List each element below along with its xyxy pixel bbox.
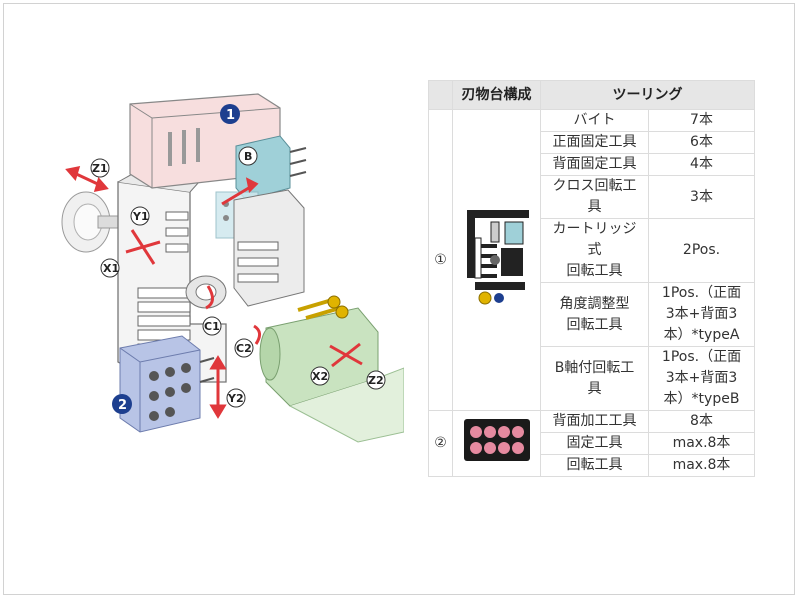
station-1-thumbnail-icon: [466, 209, 529, 304]
row-num-2: ②: [428, 410, 453, 477]
axis-z2-label: Z2: [368, 374, 384, 387]
tool-name: 角度調整型 回転工具: [540, 282, 649, 347]
tool-post-illustration: 1 2 Z1 Y1 X1 B C1 C2 X2 Z2 Y2: [61, 93, 404, 443]
station-2-image: [452, 410, 541, 477]
tool-value: max.8本: [648, 432, 755, 455]
tool-name: カートリッジ 式 回転工具: [540, 218, 649, 283]
table-row: カートリッジ 式 回転工具 2Pos.: [429, 218, 755, 283]
tool-name: 正面固定工具: [540, 131, 649, 154]
tool-value: 1Pos.（正面 3本+背面3 本）*typeA: [648, 282, 755, 347]
tool-name: 背面固定工具: [540, 153, 649, 176]
axis-y2-label: Y2: [227, 392, 244, 405]
axis-y1-label: Y1: [132, 210, 149, 223]
main-spindle: [61, 191, 133, 253]
axis-x1-label: X1: [103, 262, 119, 275]
header-station: 刃物台構成: [452, 80, 541, 110]
tool-name: 固定工具: [540, 432, 649, 455]
table-row: B軸付回転工 具 1Pos.（正面 3本+背面3 本）*typeB: [429, 346, 755, 411]
header-tooling: ツーリング: [540, 80, 755, 110]
table-row: 固定工具 max.8本: [429, 432, 755, 455]
table-row: 正面固定工具 6本: [429, 131, 755, 154]
tool-name: B軸付回転工 具: [540, 346, 649, 411]
station-2-thumbnail-icon: [463, 419, 530, 461]
station-1-image: [452, 109, 541, 411]
tool-name: クロス回転工 具: [540, 175, 649, 219]
tool-value: 8本: [648, 410, 755, 433]
row-num-1: ①: [428, 109, 453, 411]
table-row: ① バイト 7本: [428, 109, 755, 411]
marker-2-label: 2: [118, 398, 127, 413]
motion-arrows: [65, 166, 363, 419]
axis-x2-label: X2: [312, 370, 328, 383]
header-blank-cell: [428, 80, 453, 110]
axis-c1-label: C1: [204, 320, 220, 333]
tool-name: 背面加工工具: [540, 410, 649, 433]
tool-value: 2Pos.: [648, 218, 755, 283]
axis-c2-label: C2: [236, 342, 252, 355]
rotary-tool-unit: [185, 189, 305, 309]
tool-value: 3本: [648, 175, 755, 219]
axis-b-label: B: [244, 150, 252, 163]
marker-2-icon: [112, 394, 132, 414]
tool-value: max.8本: [648, 454, 755, 477]
table-row: ② 背面加工工具 8本: [428, 410, 755, 477]
table-row: 角度調整型 回転工具 1Pos.（正面 3本+背面3 本）*typeA: [429, 282, 755, 347]
tooling-table: 刃物台構成 ツーリング ①: [428, 80, 755, 477]
tool-value: 1Pos.（正面 3本+背面3 本）*typeB: [648, 346, 755, 411]
tool-value: 4本: [648, 153, 755, 176]
table-header-row: 刃物台構成 ツーリング: [428, 80, 755, 110]
tool-post-diagram: 1 2 Z1 Y1 X1 B C1 C2 X2 Z2 Y2: [58, 92, 404, 444]
axis-labels: Z1 Y1 X1 B C1 C2 X2 Z2 Y2: [90, 146, 386, 408]
back-tool-post: [119, 335, 215, 433]
page-frame: [3, 3, 795, 595]
axis-z1-label: Z1: [92, 162, 108, 175]
tool-value: 6本: [648, 131, 755, 154]
sub-spindle: [259, 295, 404, 443]
marker-1-icon: [220, 104, 240, 124]
tool-name: バイト: [540, 109, 649, 132]
table-row: 回転工具 max.8本: [429, 454, 755, 477]
marker-1-label: 1: [226, 108, 235, 123]
table-row: 背面固定工具 4本: [429, 153, 755, 176]
tool-value: 7本: [648, 109, 755, 132]
tool-name: 回転工具: [540, 454, 649, 477]
